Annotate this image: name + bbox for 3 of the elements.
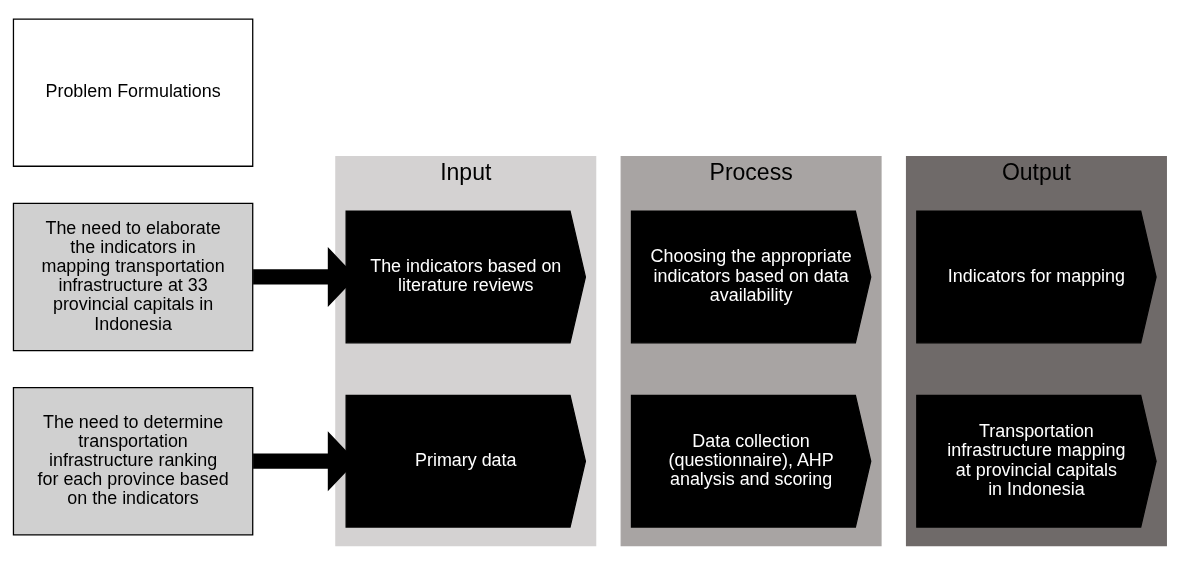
node-box: Problem Formulations	[12, 18, 254, 167]
node-box: The need to determine transportation infrastructure ranking for each province based on the indicators	[12, 386, 254, 535]
node-box: The need to elaborate the indicators in mapping transportation infrastructure at 33 provincial capitals in Indonesia	[12, 202, 254, 351]
